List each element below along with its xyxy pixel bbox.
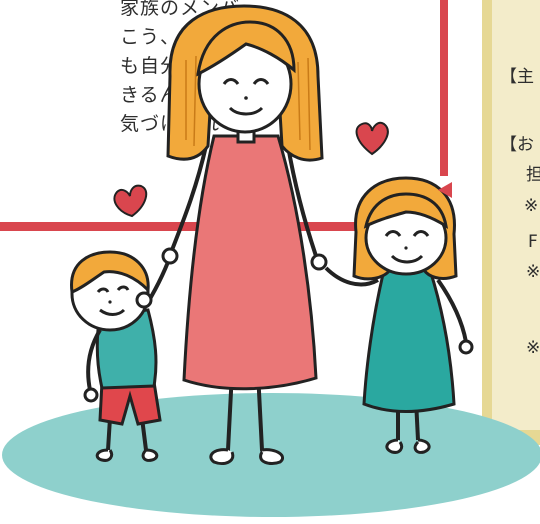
panel-fragment: 担 xyxy=(526,165,540,185)
panel-label-main: 【主 xyxy=(500,67,534,87)
boy-figure xyxy=(70,250,170,462)
panel-fragment: F xyxy=(528,232,538,252)
girl-figure xyxy=(324,176,474,454)
heart-icon xyxy=(113,184,148,218)
panel-label-note: 【お xyxy=(500,135,534,155)
side-panel-inner xyxy=(492,0,540,430)
panel-fragment: ※ xyxy=(524,196,539,216)
mother-figure xyxy=(161,4,328,466)
panel-fragment: ※ xyxy=(526,262,540,282)
heart-icon xyxy=(355,121,389,156)
panel-fragment: ※ xyxy=(526,338,540,358)
